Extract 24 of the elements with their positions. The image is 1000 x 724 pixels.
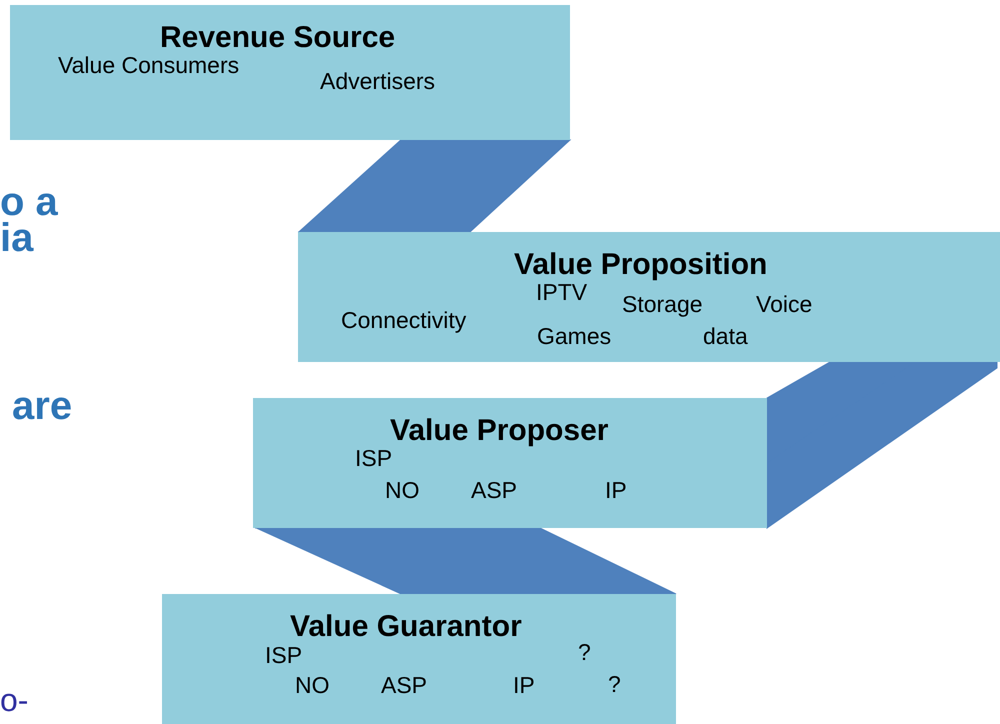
item-label: data bbox=[703, 322, 748, 351]
connector-band bbox=[766, 362, 998, 529]
item-label: ? bbox=[578, 638, 591, 667]
item-label: ISP bbox=[355, 444, 392, 473]
item-label: Advertisers bbox=[320, 67, 436, 96]
box-title: Value Proposer bbox=[390, 413, 608, 449]
level-box bbox=[162, 594, 676, 724]
item-label: ASP bbox=[471, 476, 518, 505]
connector-band bbox=[254, 528, 676, 594]
item-label: Storage bbox=[622, 290, 703, 319]
item-label: IP bbox=[513, 671, 535, 700]
level-box bbox=[253, 398, 767, 528]
slide-text-fragment: are bbox=[12, 386, 72, 426]
level-box bbox=[10, 5, 570, 140]
item-label: ASP bbox=[381, 671, 428, 700]
slide-text-fragment: o- bbox=[0, 684, 28, 716]
item-label: Voice bbox=[756, 290, 812, 319]
item-label: NO bbox=[385, 476, 420, 505]
item-label: IP bbox=[605, 476, 627, 505]
item-label: ? bbox=[608, 670, 621, 699]
item-label: Connectivity bbox=[341, 306, 466, 335]
item-label: Games bbox=[537, 322, 612, 351]
level-box bbox=[298, 232, 1000, 362]
item-label: NO bbox=[295, 671, 330, 700]
